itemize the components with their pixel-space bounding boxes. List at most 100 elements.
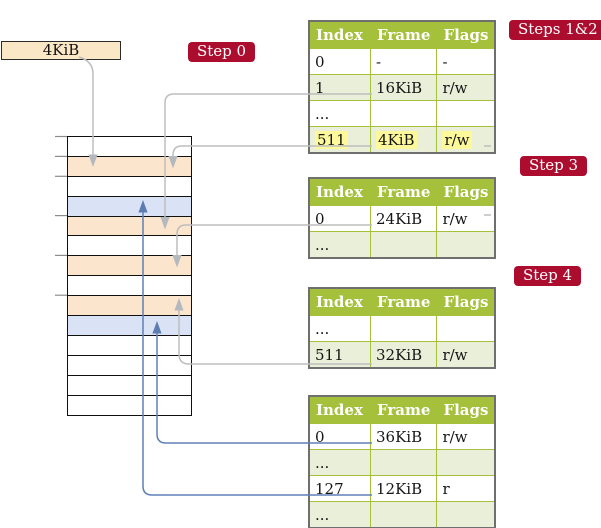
- memory-frame-row: [68, 335, 191, 356]
- page-table-cell: 511: [308, 126, 371, 154]
- memory-frame-row: [68, 276, 191, 297]
- memory-frame-row: [68, 236, 191, 257]
- page-table-row: 0 - -: [308, 48, 496, 75]
- page-table-cell: [369, 315, 438, 342]
- page-table-cell: [436, 501, 496, 528]
- column-header: Flags: [436, 287, 496, 316]
- page-table-cell: [436, 231, 496, 259]
- page-table-cell: -: [369, 48, 438, 75]
- page-table-cell: -: [436, 48, 496, 75]
- cell-value: 0: [315, 209, 325, 228]
- memory-frame-row: [68, 375, 191, 396]
- free-frame-label: 4KiB: [42, 41, 80, 59]
- page-table-cell: 127: [308, 475, 371, 502]
- badge-step-0: Step 0: [188, 42, 256, 62]
- memory-frame-row: [68, 156, 191, 177]
- badge-step-3: Step 3: [520, 156, 588, 176]
- cell-value: 511: [315, 130, 348, 149]
- memory-frame-row: [68, 216, 191, 237]
- page-table-cell: [436, 449, 496, 476]
- column-header: Flags: [436, 20, 496, 49]
- cell-value: ...: [315, 319, 330, 338]
- page-table-cell: ...: [308, 449, 371, 476]
- page-table-cell: 4KiB: [369, 126, 438, 154]
- cell-value: ...: [315, 453, 330, 472]
- memory-frame-row: [68, 196, 191, 217]
- page-table-cell: ...: [308, 315, 371, 342]
- column-header: Frame: [369, 395, 438, 424]
- page-table-cell: [436, 100, 496, 127]
- page-table-cell: r/w: [436, 205, 496, 232]
- memory-tick-marks: [55, 135, 67, 296]
- cell-value: -: [442, 52, 448, 71]
- cell-value: -: [376, 52, 382, 71]
- column-header: Frame: [369, 287, 438, 316]
- memory-frame-row: [68, 296, 191, 317]
- memory-stack: [67, 136, 192, 417]
- memory-frame-row: [68, 395, 191, 416]
- memory-frame-row: [68, 256, 191, 277]
- cell-value: r/w: [442, 345, 468, 364]
- page-table-cell: 1: [308, 74, 371, 101]
- page-table-cell: 511: [308, 341, 371, 369]
- page-table-cell: [369, 449, 438, 476]
- page-table-cell: r/w: [436, 126, 496, 154]
- page-table-cell: 0: [308, 423, 371, 450]
- cell-value: 0: [315, 427, 325, 446]
- page-table-row: 511 4KiB r/w: [308, 126, 496, 154]
- memory-frame-row: [68, 355, 191, 376]
- cell-value: 12KiB: [376, 479, 423, 498]
- cell-value: ...: [315, 505, 330, 524]
- column-header: Frame: [369, 177, 438, 206]
- page-table-cell: 12KiB: [369, 475, 438, 502]
- page-table-cell: r/w: [436, 74, 496, 101]
- memory-frame-row: [68, 316, 191, 336]
- badge-step-4: Step 4: [514, 266, 582, 286]
- cell-value: 24KiB: [376, 209, 423, 228]
- page-table-cell: 32KiB: [369, 341, 438, 369]
- page-table-cell: 24KiB: [369, 205, 438, 232]
- page-table-cell: 0: [308, 205, 371, 232]
- memory-frame-row: [68, 137, 191, 157]
- page-table-row: 1 16KiB r/w: [308, 74, 496, 101]
- cell-value: r/w: [442, 427, 468, 446]
- column-header: Frame: [369, 20, 438, 49]
- column-header: Flags: [436, 395, 496, 424]
- page-table-cell: [369, 501, 438, 528]
- page-table-row: ...: [308, 100, 496, 127]
- page-table-row: ...: [308, 315, 496, 342]
- cell-value: ...: [315, 104, 330, 123]
- page-table-cell: 36KiB: [369, 423, 438, 450]
- page-table-row: ...: [308, 231, 496, 259]
- cell-value: 16KiB: [376, 78, 423, 97]
- page-table-row: 0 24KiB r/w: [308, 205, 496, 232]
- free-frame-label-box: 4KiB: [1, 41, 121, 60]
- page-table-row: ...: [308, 449, 496, 476]
- page-table-cell: ...: [308, 501, 371, 528]
- cell-value: 0: [315, 52, 325, 71]
- cell-value: r/w: [442, 78, 468, 97]
- page-table-row: ...: [308, 501, 496, 528]
- cell-value: 511: [315, 345, 344, 364]
- page-table-cell: 0: [308, 48, 371, 75]
- column-header: Flags: [436, 177, 496, 206]
- cell-value: r/w: [442, 209, 468, 228]
- page-table-cell: [436, 315, 496, 342]
- cell-value: 1: [315, 78, 325, 97]
- page-table-cell: r/w: [436, 423, 496, 450]
- cell-value: 4KiB: [376, 130, 417, 149]
